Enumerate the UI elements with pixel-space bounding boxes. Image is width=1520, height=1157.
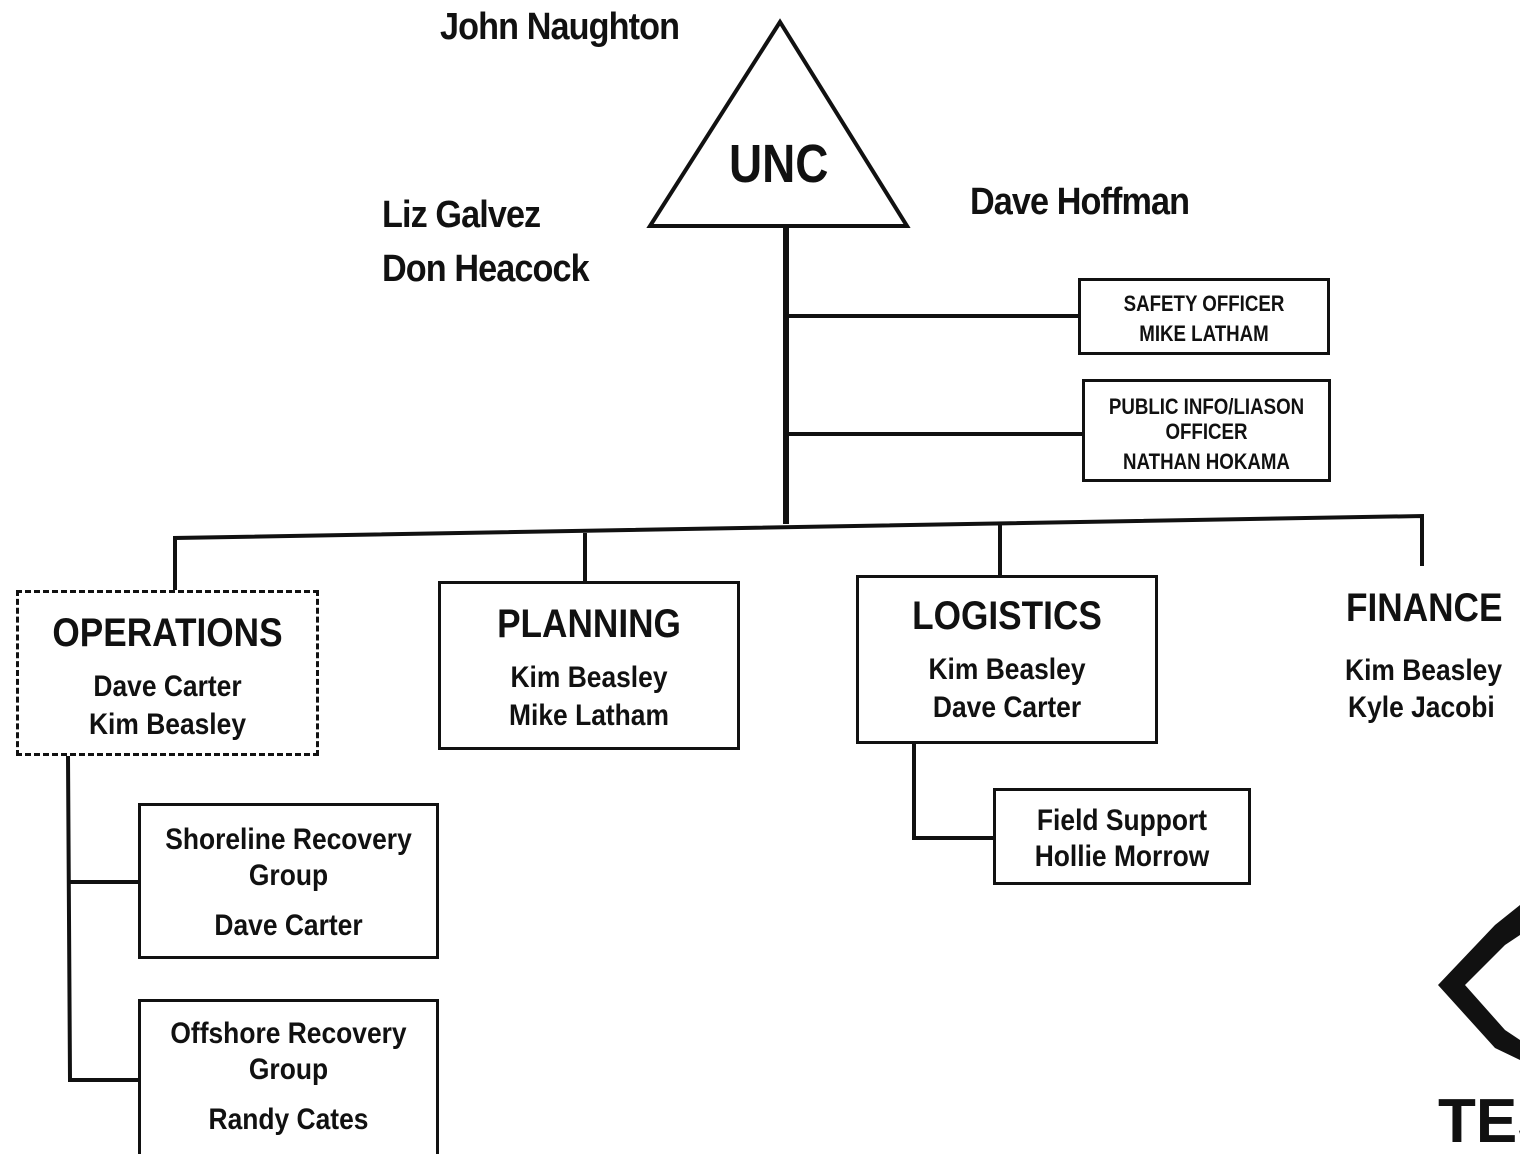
public-info-box: PUBLIC INFO/LIASON OFFICER NATHAN HOKAMA [1082,379,1331,482]
safety-officer-title: SAFETY OFFICER [1123,291,1285,316]
finance-person-2: Kyle Jacobi [1348,691,1495,724]
operations-person-1: Dave Carter [93,670,242,703]
leader-name: John Naughton [440,6,680,48]
planning-person-1: Kim Beasley [510,661,668,694]
finance-person-1: Kim Beasley [1345,654,1503,687]
field-support-box: Field Support Hollie Morrow [993,788,1251,885]
logistics-sub-line [912,744,994,840]
public-info-name: NATHAN HOKAMA [1123,449,1290,474]
operations-box: OPERATIONS Dave Carter Kim Beasley [16,590,319,756]
public-info-title-1: PUBLIC INFO/LIASON [1108,394,1305,419]
operations-sub-line [66,755,140,1082]
shoreline-group-title-1: Shoreline Recovery [165,823,412,856]
shoreline-group-box: Shoreline Recovery Group Dave Carter [138,803,439,959]
logistics-title: LOGISTICS [912,594,1102,638]
planning-person-2: Mike Latham [509,699,669,732]
section-bus-line [173,513,1424,590]
left-name-2: Don Heacock [382,248,590,290]
operations-title: OPERATIONS [52,611,283,655]
safety-officer-name: MIKE LATHAM [1139,321,1269,346]
shoreline-group-lead: Dave Carter [214,909,363,942]
public-info-title-2: OFFICER [1165,419,1248,444]
planning-title: PLANNING [497,602,681,646]
unc-label: UNC [729,134,829,194]
operations-person-2: Kim Beasley [88,708,247,741]
logo-text: TES [1438,1087,1520,1156]
logistics-person-2: Dave Carter [932,691,1082,724]
logo-shape [1438,905,1520,1060]
safety-officer-box: SAFETY OFFICER MIKE LATHAM [1078,278,1330,355]
planning-box: PLANNING Kim Beasley Mike Latham [438,581,740,750]
offshore-group-title-1: Offshore Recovery [170,1017,407,1050]
right-name: Dave Hoffman [970,181,1190,223]
offshore-group-title-2: Group [248,1053,329,1086]
unc-triangle [646,18,911,228]
logistics-box: LOGISTICS Kim Beasley Dave Carter [856,575,1158,744]
logistics-person-1: Kim Beasley [928,653,1086,686]
shoreline-group-title-2: Group [248,859,329,892]
left-name-1: Liz Galvez [382,194,541,236]
finance-title: FINANCE [1346,586,1503,630]
offshore-group-lead: Randy Cates [208,1103,369,1136]
offshore-group-box: Offshore Recovery Group Randy Cates [138,999,439,1154]
field-support-title: Field Support [1036,804,1208,837]
field-support-lead: Hollie Morrow [1034,840,1210,873]
